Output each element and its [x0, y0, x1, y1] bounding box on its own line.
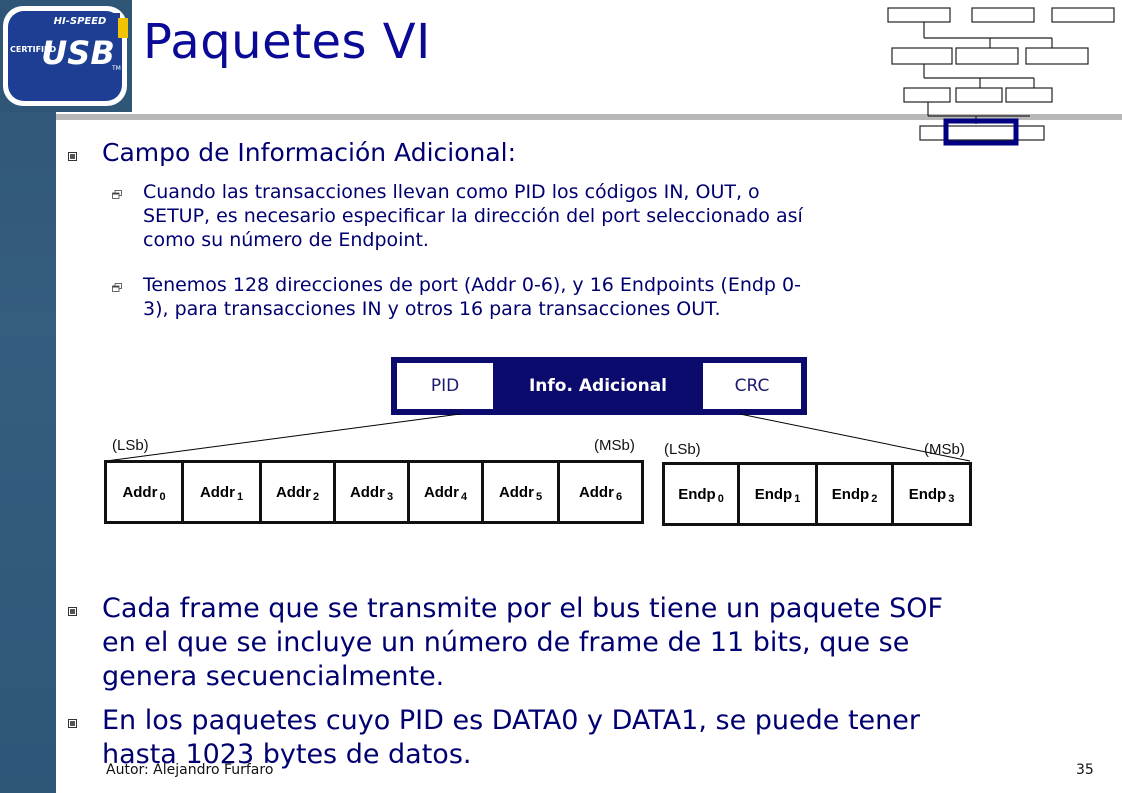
section1-item-1: Cuando las transacciones llevan como PID… — [143, 180, 1103, 252]
addr-cell-name: Addr — [578, 483, 614, 501]
bullet-square — [68, 719, 77, 728]
addr-cell-index: 5 — [535, 491, 543, 503]
section2-item-1: Cada frame que se transmite por el bus t… — [102, 592, 1112, 694]
section2-item-1-line: Cada frame que se transmite por el bus t… — [102, 593, 944, 624]
endp-cell-name: Endp — [678, 485, 716, 503]
section2-item-2-line: En los paquetes cuyo PID es DATA0 y DATA… — [102, 705, 920, 736]
slide-title: Paquetes VI — [143, 14, 431, 70]
section2-item-2: En los paquetes cuyo PID es DATA0 y DATA… — [102, 704, 1112, 772]
logo-certified-text: CERTIFIED — [10, 45, 56, 54]
packet-pid-field: PID — [397, 363, 493, 409]
endp-cell-index: 2 — [871, 493, 878, 505]
endp-cell-index: 3 — [948, 493, 955, 505]
bullet-square — [68, 152, 77, 161]
packet-info-field: Info. Adicional — [493, 363, 703, 409]
addr-cell-index: 1 — [236, 491, 244, 503]
addr-lsb-label: (LSb) — [112, 437, 149, 454]
usb-certified-logo: HI-SPEED CERTIFIED USB TM — [0, 0, 132, 112]
packet-crc-field: CRC — [703, 363, 801, 409]
section1-item-2-line: Tenemos 128 direcciones de port (Addr 0-… — [143, 274, 801, 296]
endp-cell-index: 0 — [717, 493, 724, 505]
addr-cell-index: 6 — [615, 491, 623, 503]
footer-page-number: 35 — [1076, 762, 1094, 778]
endp-msb-label: (MSb) — [924, 441, 965, 458]
section2-item-1-line: en el que se incluye un número de frame … — [102, 627, 910, 658]
tree-highlight-box — [943, 118, 1019, 146]
window-bullet-icon — [112, 283, 122, 292]
left-sidebar-bar — [0, 0, 56, 793]
section1-item-1-line: como su número de Endpoint. — [143, 229, 429, 251]
title-underline — [56, 114, 1122, 120]
section1-item-2: Tenemos 128 direcciones de port (Addr 0-… — [143, 273, 1103, 321]
endp-cell-name: Endp — [908, 485, 947, 503]
addr-cell-index: 2 — [312, 491, 320, 503]
hierarchy-tree-graphic — [887, 7, 1115, 146]
endp-lsb-label: (LSb) — [664, 441, 701, 458]
addr-cell-name: Addr — [199, 483, 235, 501]
endp-cell-name: Endp — [754, 485, 793, 503]
logo-usb-text: USB — [41, 34, 114, 72]
section2-item-1-line: genera secuencialmente. — [102, 661, 445, 692]
addr-cell-name: Addr — [349, 483, 385, 501]
window-bullet-icon — [112, 190, 122, 199]
logo-tm-text: TM — [111, 65, 121, 72]
addr-cell-name: Addr — [275, 483, 311, 501]
addr-cell-name: Addr — [122, 483, 158, 501]
addr-cell-index: 4 — [460, 491, 468, 503]
addr-cell-index: 0 — [159, 491, 166, 503]
section1-item-1-line: SETUP, es necesario especificar la direc… — [143, 205, 803, 227]
footer-author: Autor: Alejandro Furfaro — [106, 762, 274, 778]
section2-item-2-line: hasta 1023 bytes de datos. — [102, 739, 472, 770]
addr-cell-name: Addr — [498, 483, 534, 501]
packet-format-box: PID Info. Adicional CRC — [391, 357, 807, 415]
endp-cell-index: 1 — [794, 493, 801, 505]
addr-cell-index: 3 — [386, 491, 394, 503]
logo-hi-speed-text: HI-SPEED — [54, 16, 107, 27]
section1-item-2-line: 3), para transacciones IN y otros 16 par… — [143, 298, 721, 320]
section1-item-1-line: Cuando las transacciones llevan como PID… — [143, 181, 760, 203]
bullet-square — [68, 607, 77, 616]
addr-msb-label: (MSb) — [594, 437, 635, 454]
addr-cell-name: Addr — [423, 483, 459, 501]
section1-heading: Campo de Información Adicional: — [102, 138, 517, 167]
endp-cell-name: Endp — [831, 485, 870, 503]
